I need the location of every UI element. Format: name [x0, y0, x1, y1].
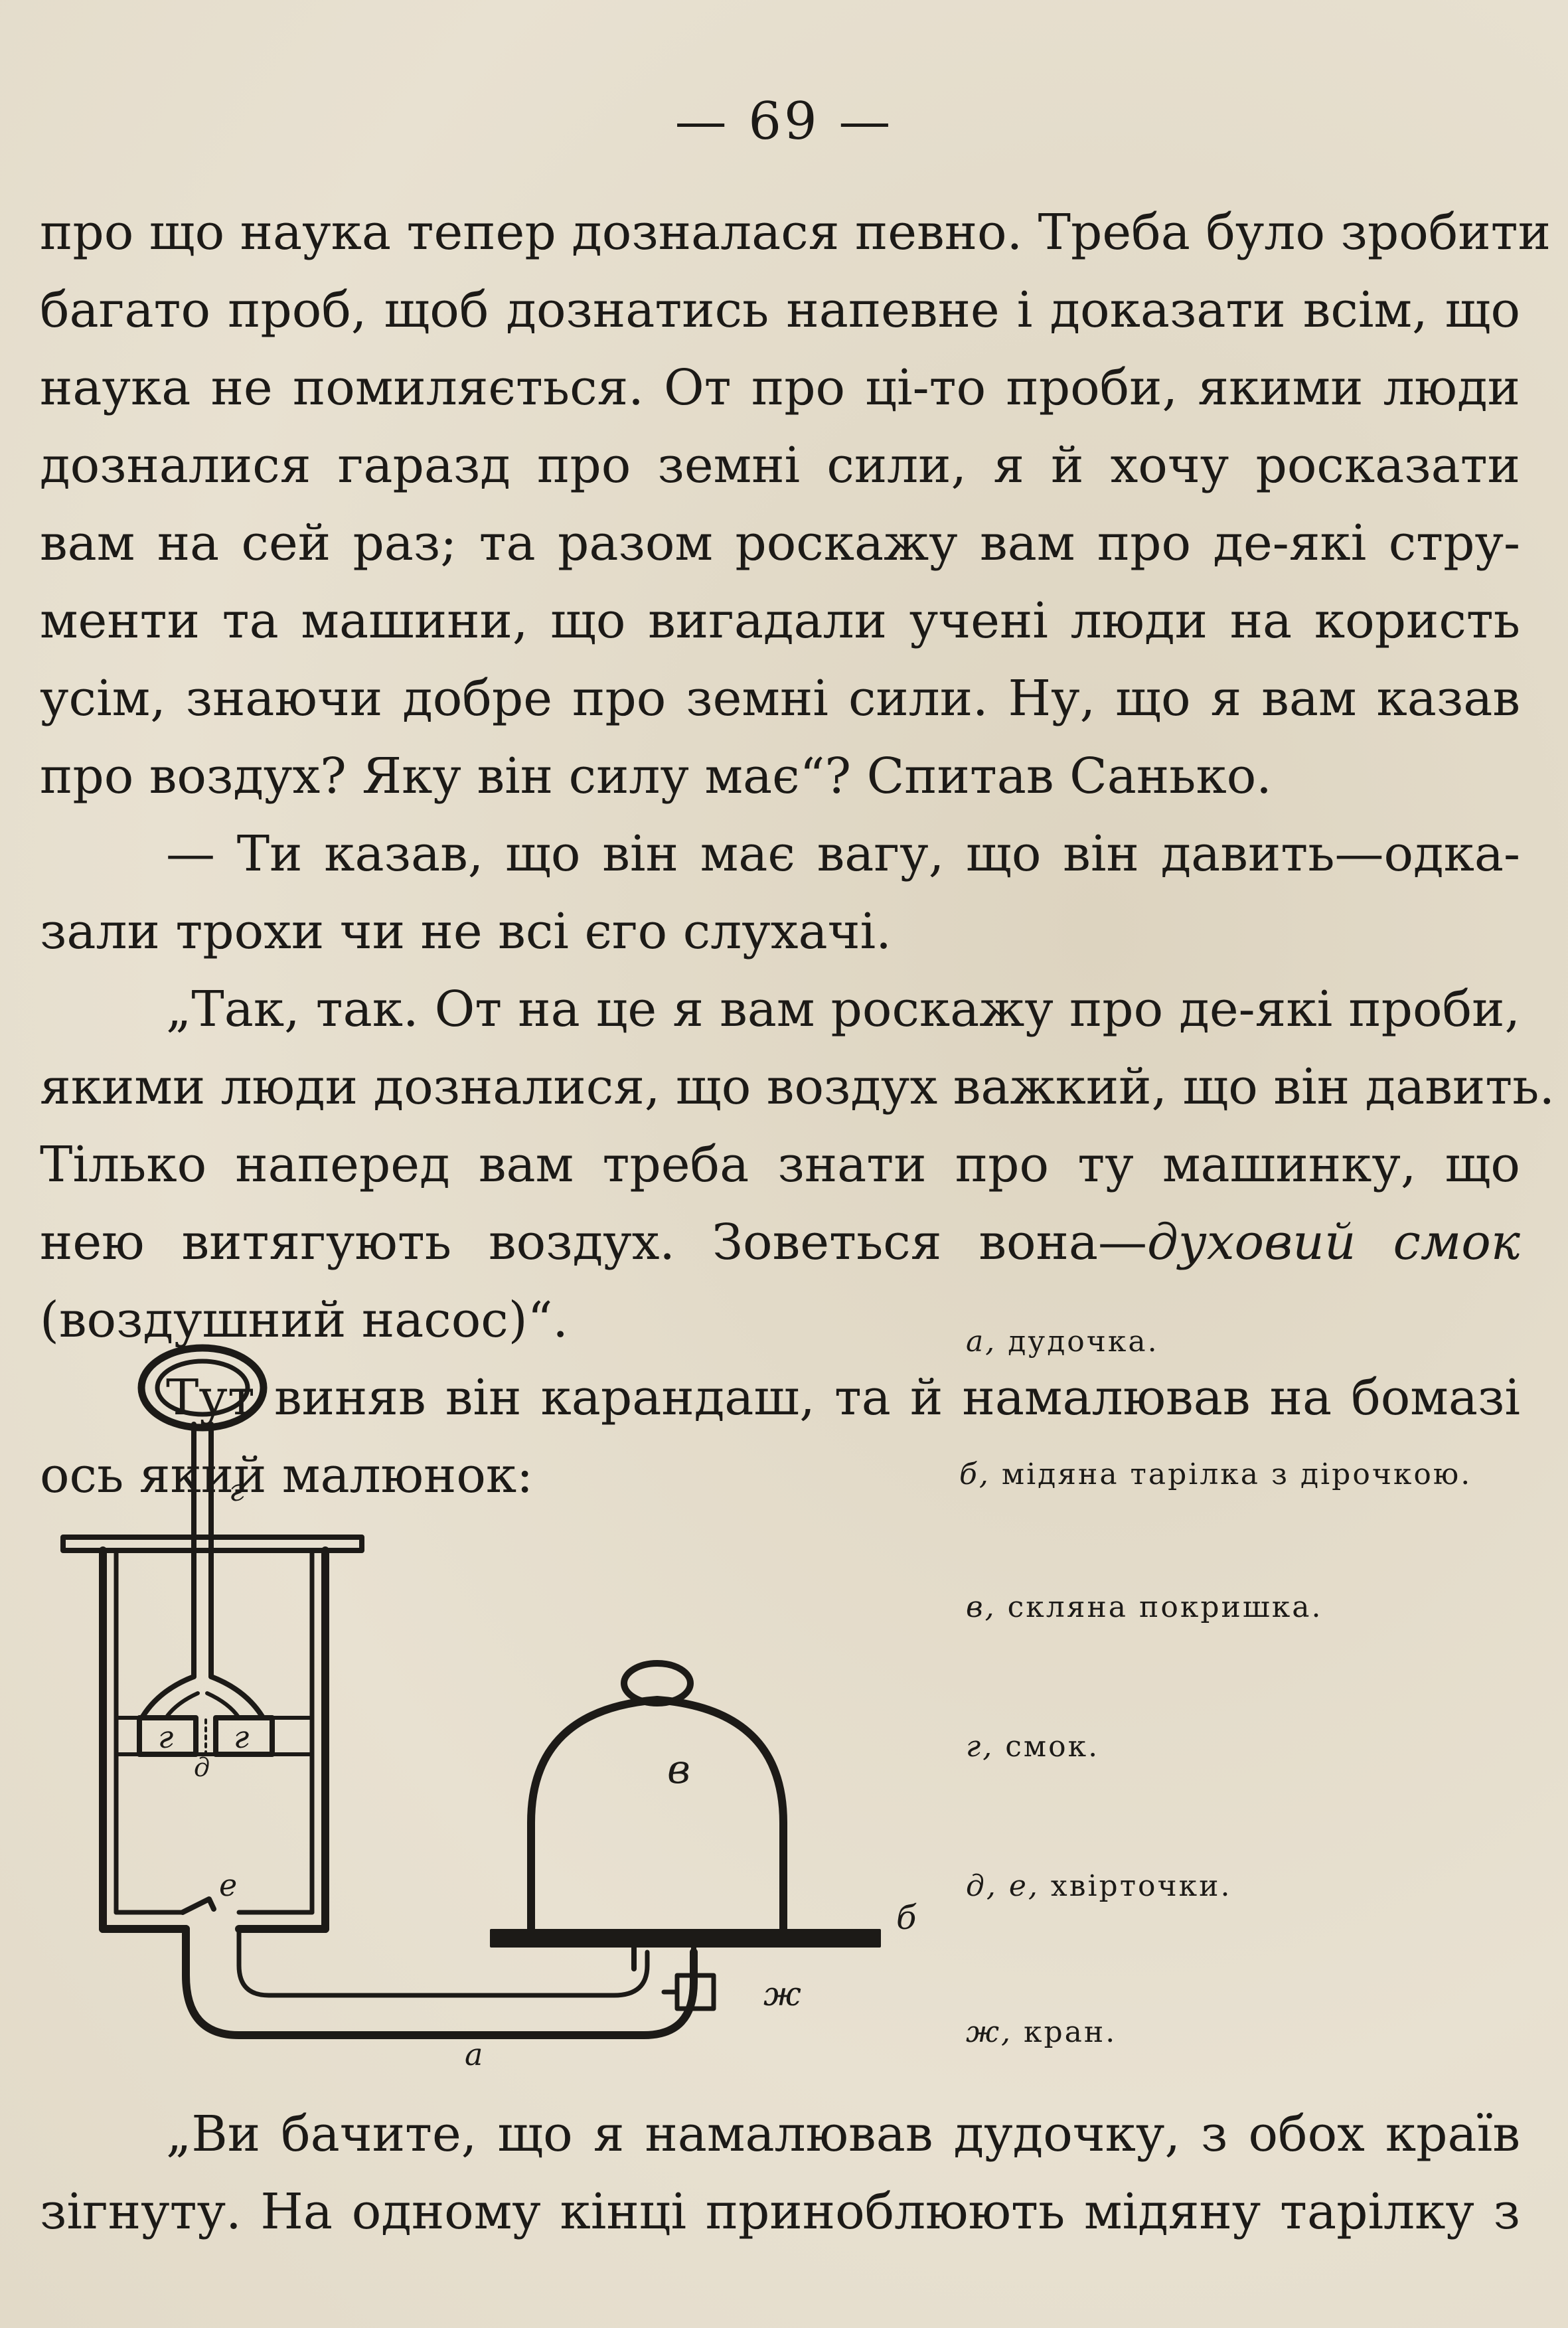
legend-text: дудочка.: [1008, 1325, 1159, 1359]
label-v: в: [667, 1746, 690, 1793]
legend-item: г, смок.: [966, 1730, 1099, 1764]
label-b: б: [896, 1898, 917, 1937]
legend-text: мідяна тарілка з дірочкою.: [1001, 1457, 1472, 1491]
text-line: (воздушний насос)“.: [40, 1291, 568, 1349]
label-d: д: [194, 1753, 210, 1782]
air-pump-figure: г г г д е в б ж а а, дудочка. б, мідяна …: [40, 1311, 1540, 2088]
text-fragment: нею витягують воздух. Зоветься вона—: [40, 1214, 1147, 1271]
legend-key: б,: [959, 1457, 990, 1491]
text-line: про що наука тепер дозналася певно. Треб…: [40, 204, 1551, 261]
text-body-top: про що наука тепер дозналася певно. Треб…: [40, 194, 1555, 1515]
label-zh: ж: [763, 1975, 801, 2013]
label-g-right: г: [234, 1719, 249, 1755]
text-line: менти та машини, що вигадали учені люди …: [40, 592, 1520, 649]
piston-arch: [140, 1674, 196, 1719]
legend-text: смок.: [1005, 1730, 1100, 1764]
text-line: якими люди дозналися, що воздух важкий, …: [40, 1058, 1555, 1116]
legend-key: в,: [966, 1590, 996, 1624]
text-line: вам на сей раз; та разом роскажу вам про…: [40, 515, 1520, 572]
italic-term: духовий смок: [1147, 1214, 1520, 1271]
valve-e: [180, 1896, 216, 1915]
legend-text: кран.: [1024, 2015, 1117, 2049]
legend-item: д, е, хвірточки.: [966, 1869, 1231, 1903]
legend-item: в, скляна покришка.: [966, 1590, 1322, 1624]
legend-item: б, мідяна тарілка з дірочкою.: [959, 1457, 1472, 1491]
handle-ring-inner: [155, 1359, 250, 1417]
label-a: а: [465, 2037, 483, 2072]
legend-text: скляна покришка.: [1007, 1590, 1323, 1624]
text-line: — Ти казав, що він має вагу, що він дави…: [166, 825, 1520, 882]
text-line: Тілько наперед вам треба знати про ту ма…: [40, 1136, 1520, 1193]
label-g-top: г: [229, 1472, 244, 1508]
legend-key: г,: [966, 1730, 994, 1764]
text-line: зігнуту. На одному кінці приноблюють мід…: [40, 2183, 1520, 2240]
brass-plate: [490, 1929, 881, 1948]
glass-bell: [527, 1696, 787, 1934]
text-line: про воздух? Яку він силу має“? Спитав Са…: [40, 748, 1272, 805]
legend-item: ж, кран.: [966, 2015, 1117, 2049]
text-line: наука не помиляється. От про ці-то проби…: [40, 359, 1520, 416]
cylinder-top-plate: [60, 1535, 364, 1553]
text-line: нею витягують воздух. Зоветься вона—духо…: [40, 1204, 1520, 1282]
legend-key: ж,: [966, 2015, 1013, 2049]
text-line: зали трохи чи не всі єго слухачі.: [40, 903, 892, 960]
legend-key: д, е,: [966, 1869, 1040, 1903]
bell-knob: [621, 1660, 694, 1706]
text-line: ось який малюнок:: [40, 1447, 534, 1504]
page-number: — 69 —: [674, 92, 894, 151]
label-e: е: [219, 1867, 237, 1903]
legend-key: а,: [966, 1325, 997, 1359]
text-line: „Ви бачите, що я намалював дудочку, з об…: [166, 2106, 1520, 2163]
handle-ring: [137, 1344, 268, 1432]
legend-text: хвірточки.: [1050, 1869, 1232, 1903]
text-line: дозналися гаразд про земні сили, я й хоч…: [40, 437, 1520, 494]
text-line: усім, знаючи добре про земні сили. Ну, щ…: [40, 670, 1520, 727]
label-g-left: г: [158, 1719, 173, 1755]
legend-item: а, дудочка.: [966, 1325, 1159, 1359]
text-line: багато проб, щоб дознатись напевне і док…: [40, 282, 1520, 339]
text-body-bottom: „Ви бачите, що я намалював дудочку, з об…: [40, 2096, 1520, 2251]
text-line: „Так, так. От на це я вам роскажу про де…: [166, 981, 1520, 1038]
air-pump-drawing: г г г д е в б ж а: [60, 1344, 917, 2072]
text-line: Тут виняв він карандаш, та й намалював н…: [166, 1369, 1520, 1426]
